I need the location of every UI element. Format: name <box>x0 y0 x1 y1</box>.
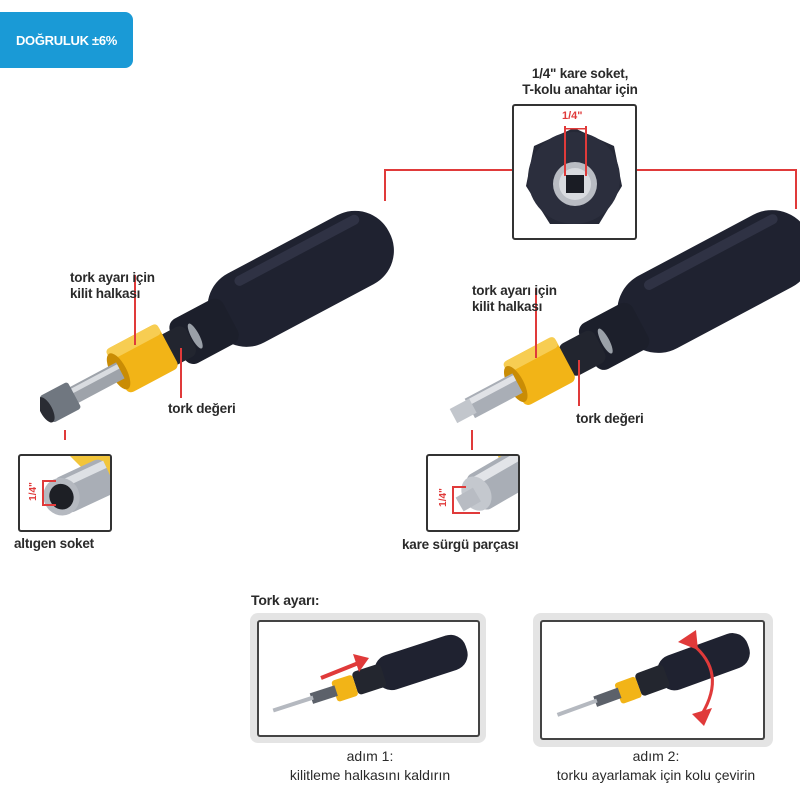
label-line: kilit halkası <box>472 299 543 314</box>
step-text: torku ayarlamak için kolu çevirin <box>556 767 756 783</box>
socket-end-icon <box>526 126 622 224</box>
accuracy-badge: DOĞRULUK ±6% <box>0 12 133 68</box>
step-1-image <box>257 620 480 737</box>
arrow-up-right-icon <box>320 654 369 680</box>
callout-line <box>384 169 512 171</box>
hex-socket-icon <box>42 456 110 516</box>
right-torque-value-label: tork değeri <box>576 411 644 426</box>
screwdriver-small-icon <box>272 634 468 713</box>
right-torque-screwdriver <box>449 210 800 450</box>
step-2-caption: adım 2: torku ayarlamak için kolu çeviri… <box>512 747 800 785</box>
left-torque-value-label: tork değeri <box>168 401 236 416</box>
label-line: kilit halkası <box>70 286 141 301</box>
square-drive-icon <box>452 456 518 514</box>
left-lock-ring-label: tork ayarı için kilit halkası <box>70 270 155 302</box>
hex-socket-caption: altıgen soket <box>14 536 94 551</box>
dimension-label: 1/4" <box>27 482 39 501</box>
label-line: tork ayarı için <box>472 283 557 298</box>
label-line: 1/4" kare soket, <box>531 66 629 81</box>
step-2-image <box>540 620 765 740</box>
square-drive-detail: 1/4" <box>426 454 520 532</box>
torque-setting-heading: Tork ayarı: <box>251 592 320 608</box>
callout-line <box>795 169 797 209</box>
square-socket-label: 1/4" kare soket, T-kolu anahtar için <box>480 66 680 98</box>
step-title: adım 1: <box>346 748 394 764</box>
square-drive-caption: kare sürgü parçası <box>402 537 519 552</box>
step-text: kilitleme halkasını kaldırın <box>289 767 451 783</box>
step-title: adım 2: <box>632 748 680 764</box>
screwdriver-small-icon <box>556 630 750 726</box>
label-line: T-kolu anahtar için <box>522 82 638 97</box>
hex-socket-detail: 1/4" <box>18 454 112 532</box>
right-lock-ring-label: tork ayarı için kilit halkası <box>472 283 557 315</box>
square-socket-detail: 1/4" <box>512 104 637 240</box>
step-1-caption: adım 1: kilitleme halkasını kaldırın <box>240 747 500 785</box>
rotate-arrows-icon <box>678 630 714 726</box>
dimension-label: 1/4" <box>437 488 449 507</box>
dimension-label: 1/4" <box>562 110 583 122</box>
callout-line <box>637 169 797 171</box>
callout-line <box>384 169 386 201</box>
left-torque-screwdriver <box>40 210 394 440</box>
label-line: tork ayarı için <box>70 270 155 285</box>
